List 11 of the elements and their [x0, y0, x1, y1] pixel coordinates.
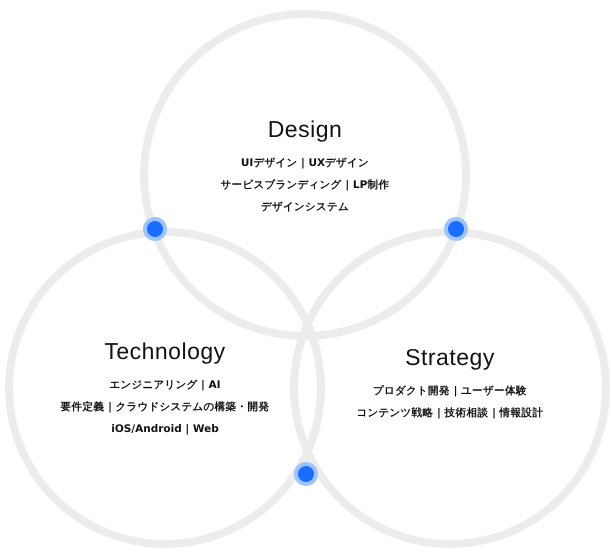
- circle-text: コンテンツ戦略 | 技術相談 | 情報設計: [356, 406, 544, 421]
- circle-heading: Technology: [104, 338, 226, 365]
- circle-text: UIデザイン | UXデザイン: [240, 156, 370, 171]
- circle-text: デザインシステム: [261, 200, 349, 215]
- circle-text: サービスブランディング | LP制作: [220, 178, 390, 193]
- circle-text: 要件定義 | クラウドシステムの構築・開発: [60, 400, 270, 415]
- circle-text: エンジニアリング | AI: [109, 378, 221, 393]
- circle-heading: Strategy: [405, 344, 495, 371]
- circle-text: iOS/Android | Web: [111, 422, 219, 437]
- circle-heading: Design: [268, 116, 342, 143]
- circle-text: プロダクト開発 | ユーザー体験: [372, 384, 528, 399]
